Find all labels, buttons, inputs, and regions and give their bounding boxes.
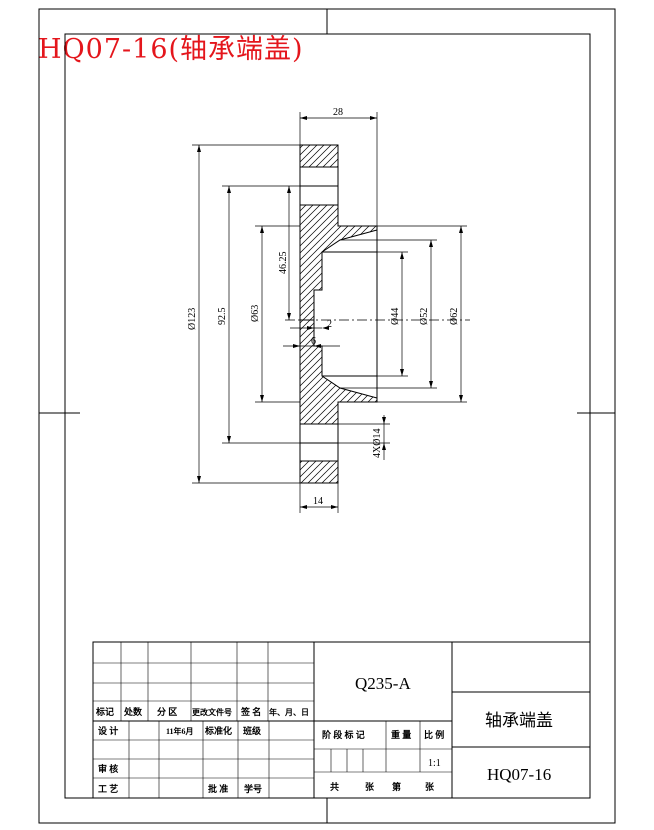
svg-text:年、月、日: 年、月、日: [269, 707, 309, 717]
arrowheads: [197, 116, 463, 509]
material: Q235-A: [355, 674, 411, 693]
dim-2: 2: [327, 319, 332, 330]
svg-text:标记: 标记: [95, 706, 114, 717]
upper-wall: [299, 204, 378, 321]
drawing-number: HQ07-16: [487, 765, 551, 784]
dimensions: [192, 112, 467, 513]
dim-92-5: 92.5: [217, 308, 228, 326]
svg-text:审 核: 审 核: [98, 763, 118, 774]
svg-text:设 计: 设 计: [98, 725, 118, 736]
dim-14: 14: [313, 496, 323, 507]
svg-text:工 艺: 工 艺: [98, 783, 118, 794]
svg-text:阶 段 标 记: 阶 段 标 记: [322, 729, 365, 740]
lower-bolt-hole: [299, 423, 339, 444]
svg-text:比 例: 比 例: [424, 729, 444, 740]
svg-text:班级: 班级: [243, 725, 262, 736]
dim-46-25: 46.25: [278, 252, 289, 275]
svg-text:更改文件号: 更改文件号: [192, 707, 232, 717]
lower-lug: [299, 460, 339, 484]
lower-body: [299, 442, 339, 462]
dim-d52: Ø52: [419, 308, 430, 325]
dim-d123: Ø123: [187, 308, 198, 330]
svg-text:处数: 处数: [123, 706, 143, 717]
svg-text:签 名: 签 名: [240, 706, 261, 717]
svg-text:张: 张: [365, 781, 375, 792]
svg-text:重 量: 重 量: [391, 729, 411, 740]
dim-holes: 4XØ14: [372, 429, 383, 458]
svg-text:共: 共: [330, 781, 339, 792]
svg-text:批 准: 批 准: [208, 783, 228, 794]
svg-text:第: 第: [392, 781, 401, 792]
dim-d44: Ø44: [390, 308, 401, 325]
title-block: [92, 641, 591, 799]
part-name: 轴承端盖: [485, 711, 553, 730]
svg-text:标准化: 标准化: [204, 725, 232, 736]
upper-body: [299, 185, 339, 206]
upper-lug: [299, 144, 339, 168]
dim-28: 28: [333, 107, 343, 118]
dim-6: 6: [311, 336, 316, 347]
upper-bolt-hole: [299, 166, 339, 187]
drawing-title: HQ07-16(轴承端盖): [38, 34, 304, 65]
svg-text:11年6月: 11年6月: [166, 726, 194, 736]
svg-text:张: 张: [425, 781, 435, 792]
scale-value: 1:1: [428, 758, 441, 769]
dim-d62: Ø62: [449, 308, 460, 325]
svg-text:分 区: 分 区: [157, 706, 177, 717]
dim-d63: Ø63: [250, 305, 261, 322]
svg-text:学号: 学号: [244, 783, 262, 794]
